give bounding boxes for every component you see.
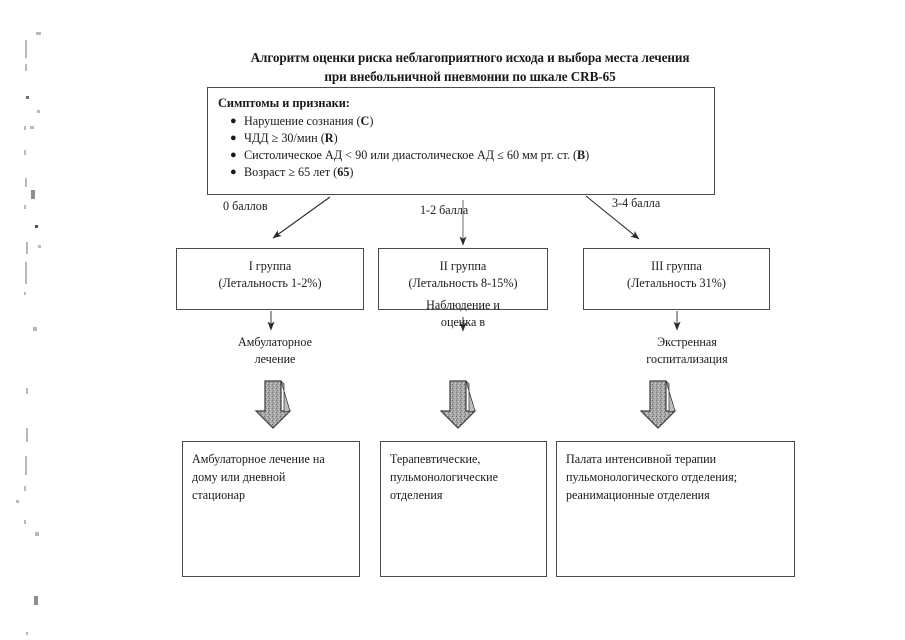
symptom-tail: ) <box>333 131 338 145</box>
symptom-text: Систолическое АД < 90 или диастолическое… <box>244 148 578 162</box>
group-1-mortality: (Летальность 1-2%) <box>218 276 322 290</box>
caption-outpatient-treatment: Амбулаторное лечение <box>200 334 350 368</box>
group-1-name: I группа <box>248 259 292 273</box>
score-label-1-2-points: 1-2 балла <box>420 203 469 217</box>
symptom-code: R <box>324 131 334 145</box>
symptom-text: Нарушение сознания ( <box>244 114 361 128</box>
caption-left-line-1: Амбулаторное <box>238 335 312 349</box>
symptom-code: B <box>577 148 586 162</box>
destination-1-line-3: стационар <box>192 488 246 502</box>
symptom-tail: ) <box>585 148 590 162</box>
list-item: ● Возраст ≥ 65 лет (65) <box>230 164 704 181</box>
destination-2-line-3: отделения <box>390 488 443 502</box>
destination-box-3: Палата интенсивной терапии пульмонологич… <box>556 441 795 577</box>
symptom-tail: ) <box>349 165 354 179</box>
symptom-code: C <box>360 114 370 128</box>
symptom-text: Возраст ≥ 65 лет ( <box>244 165 338 179</box>
bullet-icon: ● <box>230 165 237 178</box>
caption-right-line-2: госпитализация <box>646 352 728 366</box>
symptom-text: ЧДД ≥ 30/мин ( <box>244 131 325 145</box>
page-title-line-2: при внебольничной пневмонии по шкале CRB… <box>324 69 616 84</box>
group-2-mortality: (Летальность 8-15%) <box>408 276 518 290</box>
destination-2-text: Терапевтические, пульмонологические отде… <box>390 450 537 504</box>
list-item: ● Систолическое АД < 90 или диастолическо… <box>230 147 704 164</box>
middle-observation-note: Наблюдение и оценка в <box>378 297 548 331</box>
destination-3-line-2: пульмонологического отделения; <box>566 470 738 484</box>
arrow-to-group-1 <box>272 196 331 239</box>
destination-2-line-2: пульмонологические <box>390 470 498 484</box>
symptom-tail: ) <box>369 114 374 128</box>
group-box-1: I группа (Летальность 1-2%) <box>176 248 364 310</box>
middle-note-line-1: Наблюдение и <box>426 298 500 312</box>
bullet-icon: ● <box>230 131 237 144</box>
block-arrow-3 <box>639 380 677 429</box>
group-3-name: III группа <box>651 259 702 273</box>
caption-left-line-2: лечение <box>254 352 296 366</box>
symptoms-heading: Симптомы и признаки: <box>218 96 350 110</box>
destination-box-2: Терапевтические, пульмонологические отде… <box>380 441 547 577</box>
score-label-0-points: 0 баллов <box>223 199 268 213</box>
symptoms-box: Симптомы и признаки: ● Нарушение сознания… <box>207 87 715 195</box>
destination-3-line-3: реанимационные отделения <box>566 488 710 502</box>
caption-emergency-hospitalization: Экстренная госпитализация <box>607 334 767 368</box>
destination-box-1: Амбулаторное лечение на дому или дневной… <box>182 441 360 577</box>
bullet-icon: ● <box>230 114 237 127</box>
group-3-mortality: (Летальность 31%) <box>627 276 726 290</box>
list-item: ● Нарушение сознания (C) <box>230 113 704 130</box>
page-title: Алгоритм оценки риска неблагоприятного и… <box>190 48 750 86</box>
group-box-2: II группа (Летальность 8-15%) <box>378 248 548 310</box>
symptoms-list: ● Нарушение сознания (C) ● ЧДД ≥ 30/мин (R… <box>218 113 704 181</box>
block-arrow-2 <box>439 380 477 429</box>
middle-note-line-2: оценка в <box>440 315 486 329</box>
list-item: ● ЧДД ≥ 30/мин (R) <box>230 130 704 147</box>
caption-right-line-1: Экстренная <box>657 335 717 349</box>
destination-3-text: Палата интенсивной терапии пульмонологич… <box>566 450 785 504</box>
bullet-icon: ● <box>230 148 237 161</box>
block-arrow-1 <box>254 380 292 429</box>
destination-1-text: Амбулаторное лечение на дому или дневной… <box>192 450 350 504</box>
destination-1-line-1: Амбулаторное лечение на <box>192 452 325 466</box>
destination-2-line-1: Терапевтические, <box>390 452 481 466</box>
score-label-3-4-points: 3-4 балла <box>612 196 661 210</box>
group-2-name: II группа <box>439 259 487 273</box>
symptom-code: 65 <box>337 165 350 179</box>
page-title-line-1: Алгоритм оценки риска неблагоприятного и… <box>250 50 690 65</box>
group-box-3: III группа (Летальность 31%) <box>583 248 770 310</box>
destination-3-line-1: Палата интенсивной терапии <box>566 452 717 466</box>
destination-1-line-2: дому или дневной <box>192 470 286 484</box>
